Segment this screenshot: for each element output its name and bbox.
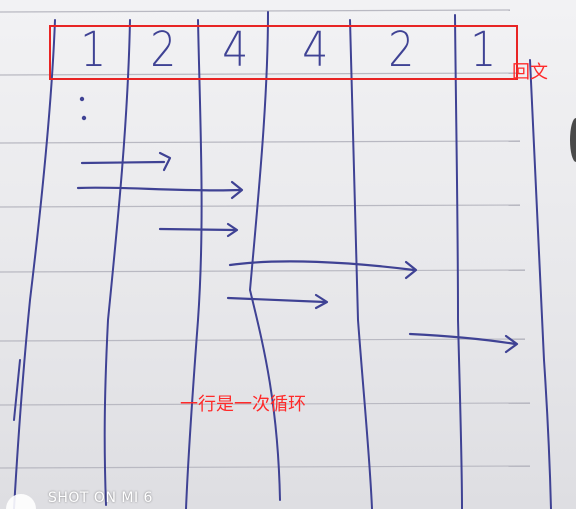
arrow-4 — [228, 260, 418, 280]
digit-3: 4 — [222, 22, 249, 78]
column-line — [349, 19, 373, 509]
arrow-6 — [408, 332, 519, 354]
watermark-logo — [6, 494, 36, 509]
column-line — [103, 19, 131, 506]
arrow-3 — [158, 222, 239, 238]
digit-2: 2 — [150, 22, 177, 78]
arrow-1 — [80, 151, 172, 172]
column-line — [529, 59, 552, 509]
row-loop-note: 一行是一次循环 — [180, 394, 306, 415]
column-line — [13, 359, 21, 421]
palindrome-label: 回文 — [512, 62, 548, 83]
arrow-5 — [226, 293, 329, 310]
arrow-2 — [76, 180, 244, 200]
column-line — [454, 14, 463, 509]
digit-6: 1 — [470, 22, 497, 78]
digit-1: 1 — [80, 22, 107, 78]
watermark-text: SHOT ON MI 6 — [48, 490, 153, 506]
column-line — [13, 19, 56, 509]
column-line — [185, 19, 203, 509]
digit-5: 2 — [388, 22, 415, 78]
palindrome-highlight-box — [49, 25, 518, 80]
digit-4: 4 — [302, 22, 329, 78]
column-line — [248, 11, 281, 501]
